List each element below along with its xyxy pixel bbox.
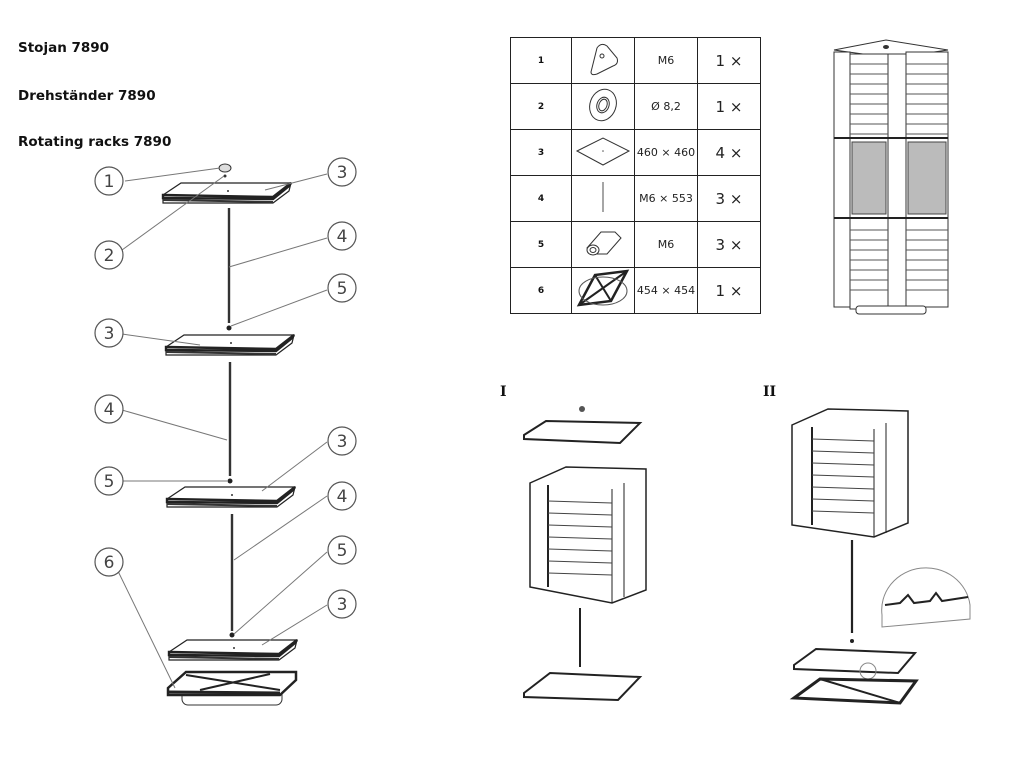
svg-text:5: 5	[337, 279, 348, 299]
part-spec: Ø 8,2	[634, 83, 698, 130]
part-spec: 460 × 460	[634, 129, 698, 176]
callout-5-middle: 5	[94, 466, 124, 496]
part-number: 1	[510, 37, 572, 84]
part-qty: 1 ×	[697, 83, 761, 130]
part-qty: 1 ×	[697, 37, 761, 84]
callout-5-lower: 5	[327, 535, 357, 565]
part-spec: M6 × 553	[634, 175, 698, 222]
part-number: 6	[510, 267, 572, 314]
callout-3-second: 3	[94, 318, 124, 348]
step-1-label: I	[500, 384, 507, 400]
callout-6: 6	[94, 547, 124, 577]
hex-nut-icon	[586, 231, 622, 255]
table-row: 4 M6 × 553 3 ×	[510, 175, 761, 222]
svg-text:5: 5	[337, 541, 348, 561]
shelf-bottom-part	[167, 638, 299, 662]
svg-text:6: 6	[104, 553, 115, 573]
shelf-plate-icon	[575, 136, 631, 166]
svg-text:5: 5	[104, 472, 115, 492]
table-row: 3 460 × 460 4 ×	[510, 129, 761, 176]
svg-text:3: 3	[337, 595, 348, 615]
knob-part	[218, 163, 232, 178]
part-number: 5	[510, 221, 572, 268]
parts-table: 1 M6 1 × 2 Ø 8,2 1 × 3 460 × 460 4 × 4 M…	[510, 37, 761, 314]
knob-icon	[590, 43, 618, 75]
table-row: 1 M6 1 ×	[510, 37, 761, 84]
detail-magnifier	[881, 567, 971, 628]
title-czech: Stojan 7890	[18, 40, 110, 56]
svg-text:4: 4	[337, 227, 348, 247]
table-row: 5 M6 3 ×	[510, 221, 761, 268]
rotating-base-part	[166, 670, 298, 706]
svg-text:4: 4	[337, 487, 348, 507]
svg-text:2: 2	[104, 246, 115, 266]
svg-text:3: 3	[337, 432, 348, 452]
rotating-base-icon	[576, 268, 630, 307]
svg-text:3: 3	[337, 163, 348, 183]
nut-lower	[229, 632, 235, 638]
svg-text:4: 4	[104, 400, 115, 420]
callout-4-upper: 4	[327, 221, 357, 251]
callout-3-bottom: 3	[327, 589, 357, 619]
callout-4-middle: 4	[94, 394, 124, 424]
svg-text:3: 3	[104, 324, 115, 344]
nut-upper	[226, 325, 232, 331]
part-spec: 454 × 454	[634, 267, 698, 314]
callout-2: 2	[94, 240, 124, 270]
part-qty: 3 ×	[697, 175, 761, 222]
part-number: 2	[510, 83, 572, 130]
callout-3-third: 3	[327, 426, 357, 456]
nut-middle	[227, 478, 233, 484]
step-2-label: II	[763, 384, 777, 400]
step-1-diagram	[523, 406, 647, 702]
title-english: Rotating racks 7890	[18, 134, 172, 150]
shelf-third-part	[165, 485, 297, 509]
callout-5-upper: 5	[327, 273, 357, 303]
shelf-second-part	[164, 333, 296, 357]
callout-3-top: 3	[327, 157, 357, 187]
part-qty: 3 ×	[697, 221, 761, 268]
washer-icon	[589, 88, 617, 121]
table-row: 6 454 × 454 1 ×	[510, 267, 761, 314]
shelf-top-part	[161, 181, 293, 205]
callout-4-lower: 4	[327, 481, 357, 511]
threaded-rod-icon	[602, 181, 604, 212]
table-row: 2 Ø 8,2 1 ×	[510, 83, 761, 130]
part-spec: M6	[634, 37, 698, 84]
assembled-rack-illustration	[833, 39, 949, 315]
title-german: Drehständer 7890	[18, 88, 156, 104]
part-qty: 1 ×	[697, 267, 761, 314]
exploded-assembly-diagram: 1 3 2 4 5 3 4 3 5 4 6 5 3	[94, 157, 357, 706]
part-number: 3	[510, 129, 572, 176]
callout-1: 1	[94, 166, 124, 196]
part-number: 4	[510, 175, 572, 222]
part-spec: M6	[634, 221, 698, 268]
part-qty: 4 ×	[697, 129, 761, 176]
step-2-diagram	[789, 408, 971, 705]
svg-text:1: 1	[104, 172, 115, 192]
